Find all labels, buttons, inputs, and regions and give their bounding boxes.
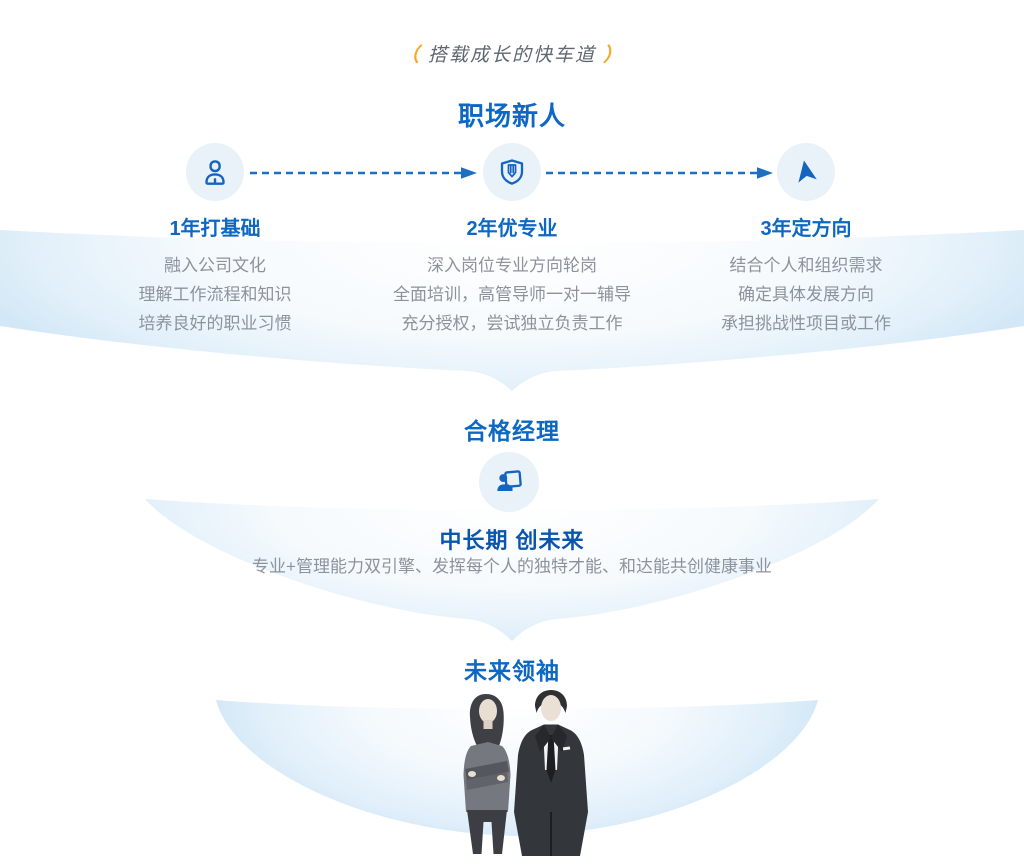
funnel-shape-top (0, 230, 1024, 391)
tagline-close-paren: ） (603, 45, 625, 66)
column-line: 确定具体发展方向 (738, 285, 874, 304)
column-line: 全面培训，高管导师一对一辅导 (393, 285, 631, 304)
column-line: 承担挑战性项目或工作 (721, 314, 891, 333)
navigation-arrow-icon (777, 143, 835, 201)
businesswoman-figure (463, 694, 511, 854)
person-icon (186, 143, 244, 201)
funnel-shape-middle (145, 499, 879, 641)
column-year2: 2年优专业 深入岗位专业方向轮岗 全面培训，高管导师一对一辅导 充分授权，尝试独… (352, 212, 672, 338)
column-line: 培养良好的职业习惯 (138, 314, 292, 333)
column-year3: 3年定方向 结合个人和组织需求 确定具体发展方向 承担挑战性项目或工作 (646, 212, 966, 338)
column-line: 理解工作流程和知识 (138, 285, 292, 304)
stage-title-newcomer: 职场新人 (457, 101, 566, 131)
column-line: 深入岗位专业方向轮岗 (427, 256, 597, 275)
tagline-text: 搭载成长的快车道 (427, 45, 596, 66)
manager-subtitle: 中长期 创未来 (439, 528, 585, 553)
tagline: （ 搭载成长的快车道 ） (0, 40, 1024, 67)
column-title: 1年打基础 (169, 218, 261, 240)
column-line: 充分授权，尝试独立负责工作 (401, 314, 623, 333)
column-title: 3年定方向 (760, 218, 852, 240)
column-title: 2年优专业 (466, 218, 558, 240)
dashed-arrow-right-icon (250, 167, 477, 179)
business-people-illustration (463, 690, 588, 856)
stage-title-leader: 未来领袖 (464, 658, 560, 684)
column-line: 结合个人和组织需求 (729, 256, 883, 275)
funnel-shape-bottom (216, 700, 818, 836)
shield-pencil-icon (483, 143, 541, 201)
manager-description: 专业+管理能力双引擎、发挥每个人的独特才能、和达能共创健康事业 (252, 557, 772, 576)
column-line: 融入公司文化 (164, 256, 266, 275)
tagline-open-paren: （ (399, 45, 421, 66)
businessman-figure (514, 690, 588, 856)
presenter-board-icon (479, 452, 539, 512)
column-year1: 1年打基础 融入公司文化 理解工作流程和知识 培养良好的职业习惯 (55, 212, 375, 338)
dashed-arrow-right-icon (546, 167, 773, 179)
stage-title-manager: 合格经理 (464, 418, 560, 444)
